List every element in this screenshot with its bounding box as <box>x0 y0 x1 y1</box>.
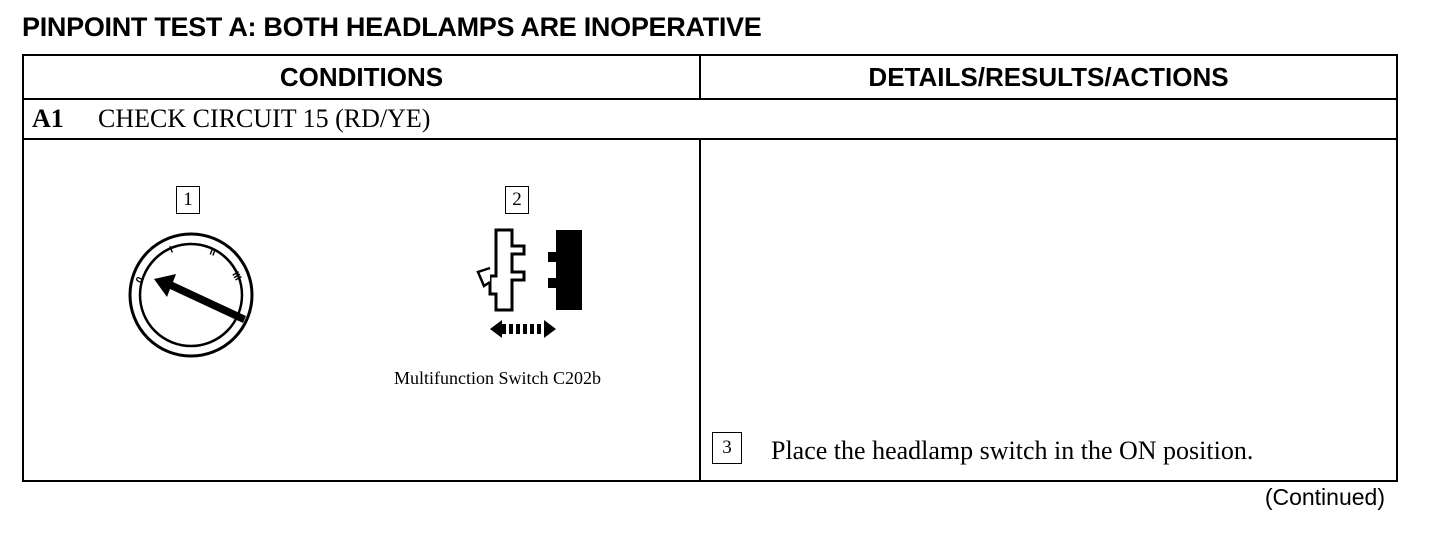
step-row-a1: A1 CHECK CIRCUIT 15 (RD/YE) <box>24 100 1396 140</box>
details-cell: 3 Place the headlamp switch in the ON po… <box>701 140 1396 480</box>
details-header: DETAILS/RESULTS/ACTIONS <box>701 56 1396 100</box>
step-id: A1 <box>32 104 64 133</box>
ignition-pos-0: 0 <box>134 275 147 286</box>
callout-3: 3 <box>712 432 742 464</box>
pinpoint-test-table: CONDITIONS DETAILS/RESULTS/ACTIONS A1 CH… <box>22 54 1398 482</box>
action-text: Place the headlamp switch in the ON posi… <box>771 436 1254 465</box>
conditions-cell: 1 2 0 I II III Multifunction <box>24 140 701 480</box>
ignition-switch-icon: 0 I II III <box>128 232 254 358</box>
conditions-header: CONDITIONS <box>24 56 701 100</box>
multifunction-switch-connector-icon <box>476 228 582 312</box>
page-title: PINPOINT TEST A: BOTH HEADLAMPS ARE INOP… <box>22 12 762 42</box>
ignition-pos-1: I <box>168 244 175 255</box>
callout-2: 2 <box>505 186 529 214</box>
connector-caption: Multifunction Switch C202b <box>394 368 601 388</box>
ignition-pos-2: II <box>208 246 217 258</box>
step-label: CHECK CIRCUIT 15 (RD/YE) <box>98 104 431 133</box>
double-arrow-icon <box>490 320 556 338</box>
continued-label: (Continued) <box>1264 484 1385 510</box>
callout-1: 1 <box>176 186 200 214</box>
